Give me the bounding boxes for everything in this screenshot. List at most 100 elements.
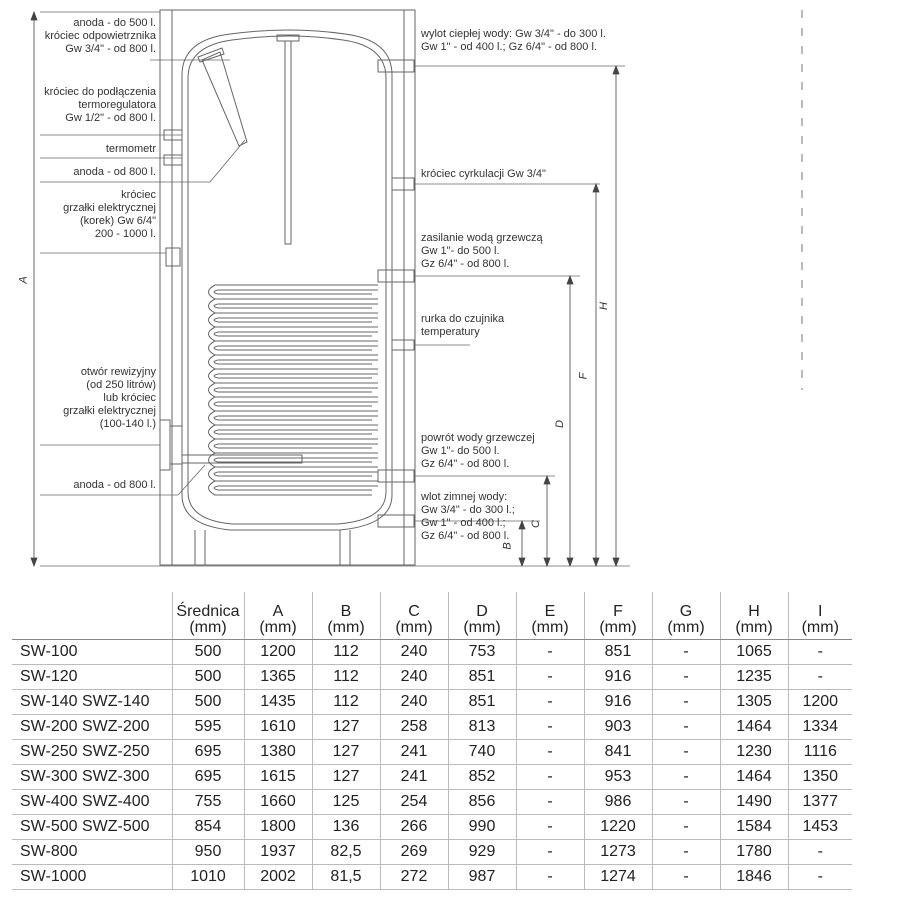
model-cell: SW-400 SWZ-400 xyxy=(12,789,173,815)
value-cell-b: 112 xyxy=(312,639,381,665)
value-cell-c: 269 xyxy=(380,839,449,865)
value-cell-g: - xyxy=(652,764,721,790)
value-cell-g: - xyxy=(652,839,721,865)
value-cell-b: 127 xyxy=(312,714,381,740)
value-cell-a: 1610 xyxy=(244,714,313,740)
coil-loop-inner xyxy=(213,401,378,407)
coil-loop xyxy=(208,298,378,314)
column-header-h: H(mm) xyxy=(720,592,789,640)
value-cell-a: 1937 xyxy=(244,839,313,865)
value-cell-g: - xyxy=(652,714,721,740)
value-cell-srednica: 500 xyxy=(172,689,245,715)
tank-body xyxy=(181,29,393,531)
coil-loop xyxy=(208,326,378,342)
model-cell: SW-500 SWZ-500 xyxy=(12,814,173,840)
label-wlot-zimnej-wody: wlot zimnej wody: Gw 3/4" - do 300 l.; G… xyxy=(421,491,515,542)
coil-loop-inner xyxy=(213,345,378,351)
model-cell: SW-200 SWZ-200 xyxy=(12,714,173,740)
coil-loop xyxy=(208,340,378,356)
value-cell-i: 1334 xyxy=(788,714,852,740)
label-wylot-cieplej-wody: wylot ciepłej wody: Gw 3/4" - do 300 l. … xyxy=(421,28,606,53)
column-header-f: F(mm) xyxy=(584,592,653,640)
coil-loop xyxy=(208,424,378,440)
coil-loop xyxy=(208,396,378,412)
value-cell-b: 81,5 xyxy=(312,864,381,890)
coil-loop xyxy=(208,312,378,328)
column-header-title: B xyxy=(340,603,352,620)
value-cell-d: 856 xyxy=(448,789,517,815)
column-header-unit: (mm) xyxy=(801,619,839,636)
coil-loop-inner xyxy=(213,331,378,337)
value-cell-d: 753 xyxy=(448,639,517,665)
tank-drawing xyxy=(30,9,803,568)
value-cell-c: 240 xyxy=(380,639,449,665)
coil-loop-inner xyxy=(213,317,378,323)
value-cell-f: 916 xyxy=(584,664,653,690)
value-cell-f: 953 xyxy=(584,764,653,790)
model-cell: SW-140 SWZ-140 xyxy=(12,689,173,715)
value-cell-g: - xyxy=(652,789,721,815)
value-cell-e: - xyxy=(516,664,585,690)
value-cell-d: 813 xyxy=(448,714,517,740)
value-cell-f: 851 xyxy=(584,639,653,665)
value-cell-e: - xyxy=(516,714,585,740)
value-cell-e: - xyxy=(516,814,585,840)
column-header-title: Średnica xyxy=(176,603,240,620)
column-header-unit: (mm) xyxy=(667,619,705,636)
label-termometr: termometr xyxy=(105,143,156,155)
table-header-row: Średnica(mm)A(mm)B(mm)C(mm)D(mm)E(mm)F(m… xyxy=(12,592,852,640)
model-cell: SW-100 xyxy=(12,639,173,665)
column-header-title: C xyxy=(408,603,420,620)
value-cell-c: 272 xyxy=(380,864,449,890)
heating-coil xyxy=(208,284,378,496)
column-header-title: H xyxy=(748,603,760,620)
value-cell-h: 1464 xyxy=(720,764,789,790)
value-cell-g: - xyxy=(652,864,721,890)
value-cell-h: 1490 xyxy=(720,789,789,815)
value-cell-b: 82,5 xyxy=(312,839,381,865)
value-cell-srednica: 500 xyxy=(172,664,245,690)
value-cell-g: - xyxy=(652,814,721,840)
value-cell-d: 990 xyxy=(448,814,517,840)
value-cell-h: 1230 xyxy=(720,739,789,765)
value-cell-h: 1846 xyxy=(720,864,789,890)
column-header-unit: (mm) xyxy=(395,619,433,636)
column-header-title: D xyxy=(476,603,488,620)
coil-loop xyxy=(208,480,378,496)
column-header-c: C(mm) xyxy=(380,592,449,640)
coil-loop-inner xyxy=(213,485,378,491)
column-header-unit: (mm) xyxy=(599,619,637,636)
coil-loop xyxy=(208,466,378,482)
column-header-i: I(mm) xyxy=(788,592,852,640)
value-cell-c: 240 xyxy=(380,689,449,715)
value-cell-c: 258 xyxy=(380,714,449,740)
value-cell-a: 1380 xyxy=(244,739,313,765)
coil-loop xyxy=(208,354,378,370)
value-cell-g: - xyxy=(652,664,721,690)
dim-B: B xyxy=(501,542,514,550)
column-header-e: E(mm) xyxy=(516,592,585,640)
value-cell-e: - xyxy=(516,739,585,765)
value-cell-srednica: 1010 xyxy=(172,864,245,890)
model-cell: SW-300 SWZ-300 xyxy=(12,764,173,790)
label-termoregulator: króciec do podłączenia termoregulatora G… xyxy=(44,86,156,124)
value-cell-e: - xyxy=(516,639,585,665)
value-cell-a: 2002 xyxy=(244,864,313,890)
column-header-title: I xyxy=(818,603,823,620)
value-cell-e: - xyxy=(516,789,585,815)
value-cell-d: 929 xyxy=(448,839,517,865)
value-cell-f: 1273 xyxy=(584,839,653,865)
value-cell-d: 852 xyxy=(448,764,517,790)
column-header-unit: (mm) xyxy=(259,619,297,636)
coil-loop-inner xyxy=(213,289,378,295)
column-header-a: A(mm) xyxy=(244,592,313,640)
value-cell-h: 1235 xyxy=(720,664,789,690)
value-cell-a: 1800 xyxy=(244,814,313,840)
value-cell-f: 903 xyxy=(584,714,653,740)
value-cell-srednica: 595 xyxy=(172,714,245,740)
